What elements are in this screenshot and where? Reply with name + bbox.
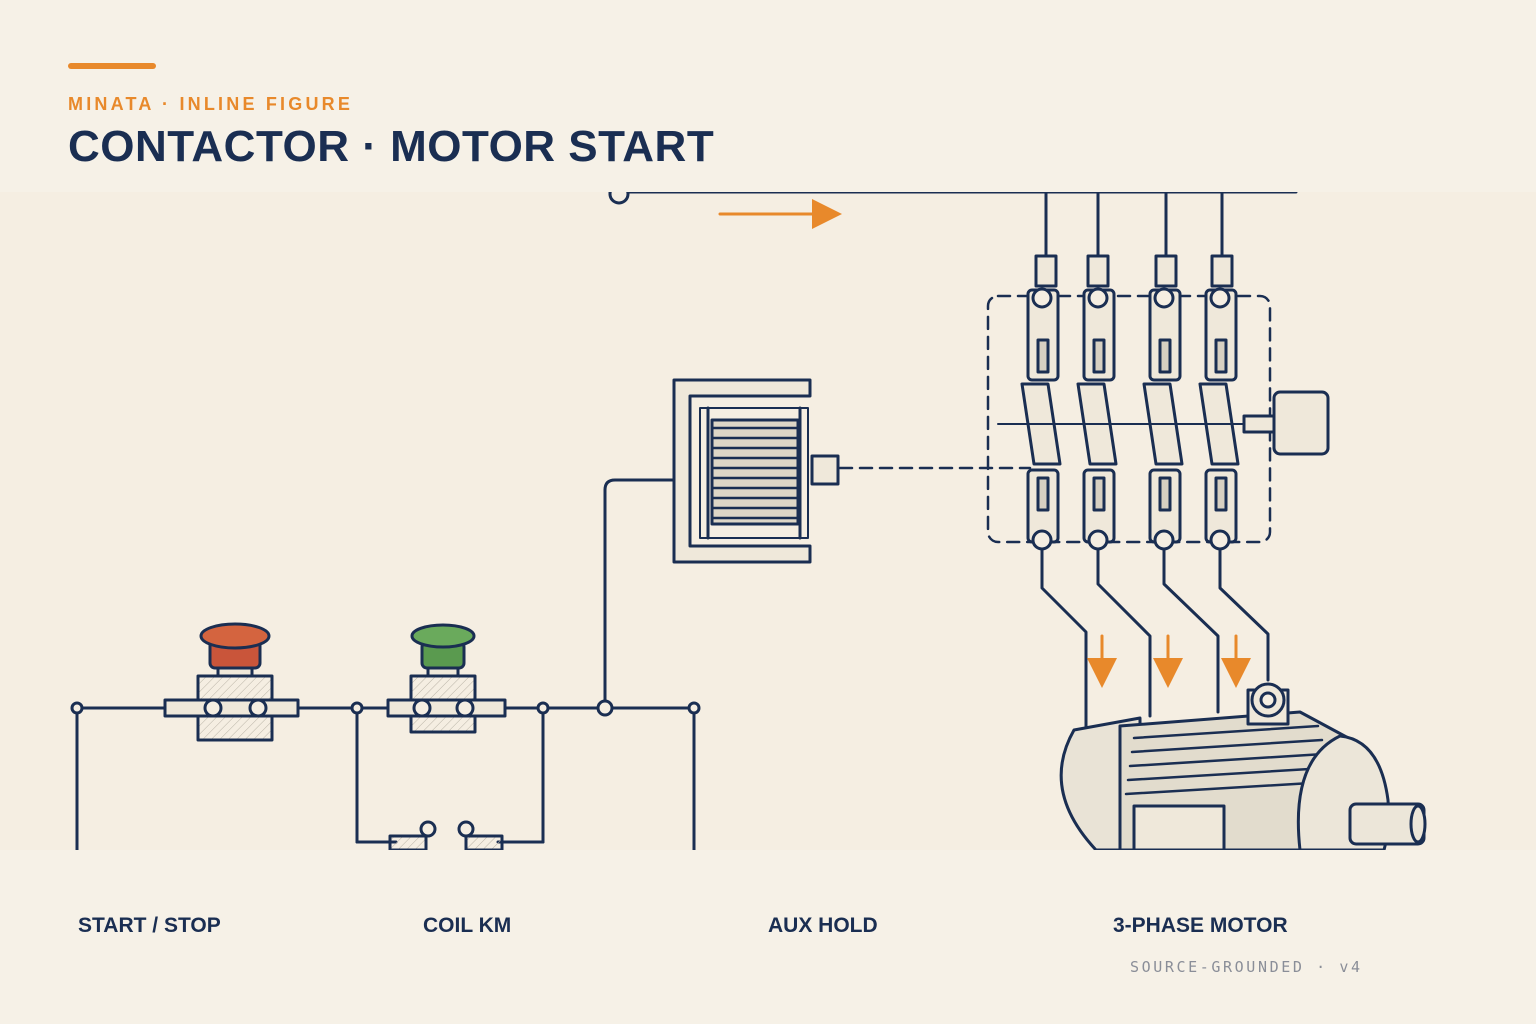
supply-bus bbox=[608, 192, 1298, 205]
caption-coil-km: COIL KM bbox=[423, 914, 512, 937]
eyebrow-label: MINATA · INLINE FIGURE bbox=[68, 94, 354, 114]
source-footer: SOURCE-GROUNDED · v4 bbox=[1130, 958, 1363, 976]
stop-button bbox=[163, 622, 300, 742]
coil-km bbox=[672, 378, 840, 564]
start-button bbox=[386, 623, 507, 734]
caption-3-phase-motor: 3-PHASE MOTOR bbox=[1113, 914, 1288, 937]
accent-bar bbox=[68, 63, 156, 69]
main-contacts bbox=[997, 192, 1330, 551]
aux-hold-contact bbox=[388, 820, 504, 850]
circuit-illustration bbox=[0, 192, 1536, 850]
page-title: CONTACTOR · MOTOR START bbox=[68, 122, 715, 171]
control-circuit-wire bbox=[75, 478, 696, 850]
motor-leads bbox=[1040, 548, 1270, 730]
wire-junctions bbox=[70, 699, 701, 717]
three-phase-motor bbox=[1059, 682, 1427, 850]
manual-test-knob bbox=[1242, 390, 1330, 456]
caption-aux-hold: AUX HOLD bbox=[768, 914, 878, 937]
power-flow-arrows bbox=[1087, 634, 1251, 688]
caption-start-stop: START / STOP bbox=[78, 914, 221, 937]
